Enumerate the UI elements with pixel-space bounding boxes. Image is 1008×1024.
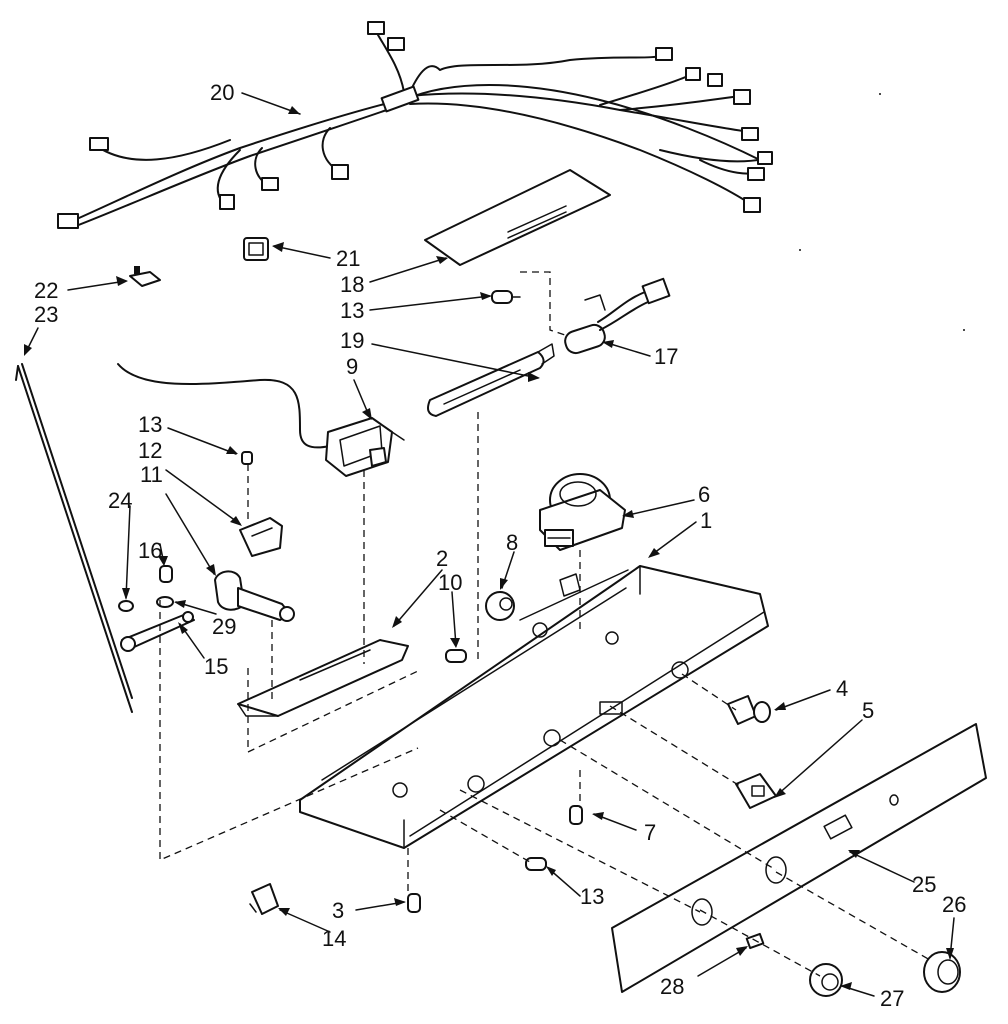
callout-3: 3 [332,898,344,923]
callout-13-b: 13 [340,298,364,323]
callout-13-a: 13 [138,412,162,437]
part-13-screw-upper [491,290,521,304]
part-9-switch [117,363,405,477]
part-11-thermostat-shaft [214,570,295,622]
callout-25: 25 [912,872,936,897]
part-29-washer [156,596,174,608]
part-21-clip [243,237,269,261]
callout-arrows [24,92,955,997]
assembly-lines [159,412,931,977]
callout-4: 4 [836,676,848,701]
callout-14: 14 [322,926,346,951]
callout-12: 12 [138,438,162,463]
part-17-sensor [520,271,671,355]
callout-2: 2 [436,546,448,571]
part-25-front-panel [611,723,987,993]
callout-13-c: 13 [580,884,604,909]
callout-17: 17 [654,344,678,369]
part-28-spring [745,932,765,950]
callout-6: 6 [698,482,710,507]
part-1-control-housing [299,565,769,849]
callout-22: 22 [34,278,58,303]
part-18-cover [424,169,611,266]
callout-10: 10 [438,570,462,595]
part-12-bracket [239,451,283,557]
callout-29: 29 [212,614,236,639]
callout-20: 20 [210,80,234,105]
part-16-screw [159,565,173,583]
part-10-screw [445,649,467,663]
callout-21: 21 [336,246,360,271]
callout-labels: 1 2 3 4 5 6 7 8 9 10 11 12 13 13 13 13 1… [34,80,966,1011]
callout-27: 27 [880,986,904,1011]
scan-specks [799,93,965,331]
part-4-light-switch [727,695,771,725]
part-20-wire-harness [57,21,773,229]
part-13-screw-lower [525,857,547,871]
callout-11: 11 [140,462,163,487]
part-14-clip [249,883,279,915]
part-2-bracket [237,639,409,717]
callout-8: 8 [506,530,518,555]
callout-5: 5 [862,698,874,723]
callout-24: 24 [108,488,132,513]
callout-19: 19 [340,328,364,353]
part-24-washer [118,600,134,612]
part-15-lever [120,611,195,652]
callout-9: 9 [346,354,358,379]
part-8-knob [485,591,515,621]
part-3-screw [407,893,421,913]
part-5-switch [735,773,777,809]
callout-16: 16 [138,538,162,563]
callout-23: 23 [34,302,58,327]
callout-18: 18 [340,272,364,297]
callout-26: 26 [942,892,966,917]
part-26-knob [923,951,961,993]
part-22-bracket [129,266,161,287]
part-7-screw [569,805,583,825]
callout-28: 28 [660,974,684,999]
part-6-timer [539,473,626,551]
callout-1: 1 [700,508,712,533]
part-27-knob [809,963,843,997]
callout-15: 15 [204,654,228,679]
part-23-rod [15,363,133,713]
part-19-heater-tube [427,343,555,417]
callout-7: 7 [644,820,656,845]
